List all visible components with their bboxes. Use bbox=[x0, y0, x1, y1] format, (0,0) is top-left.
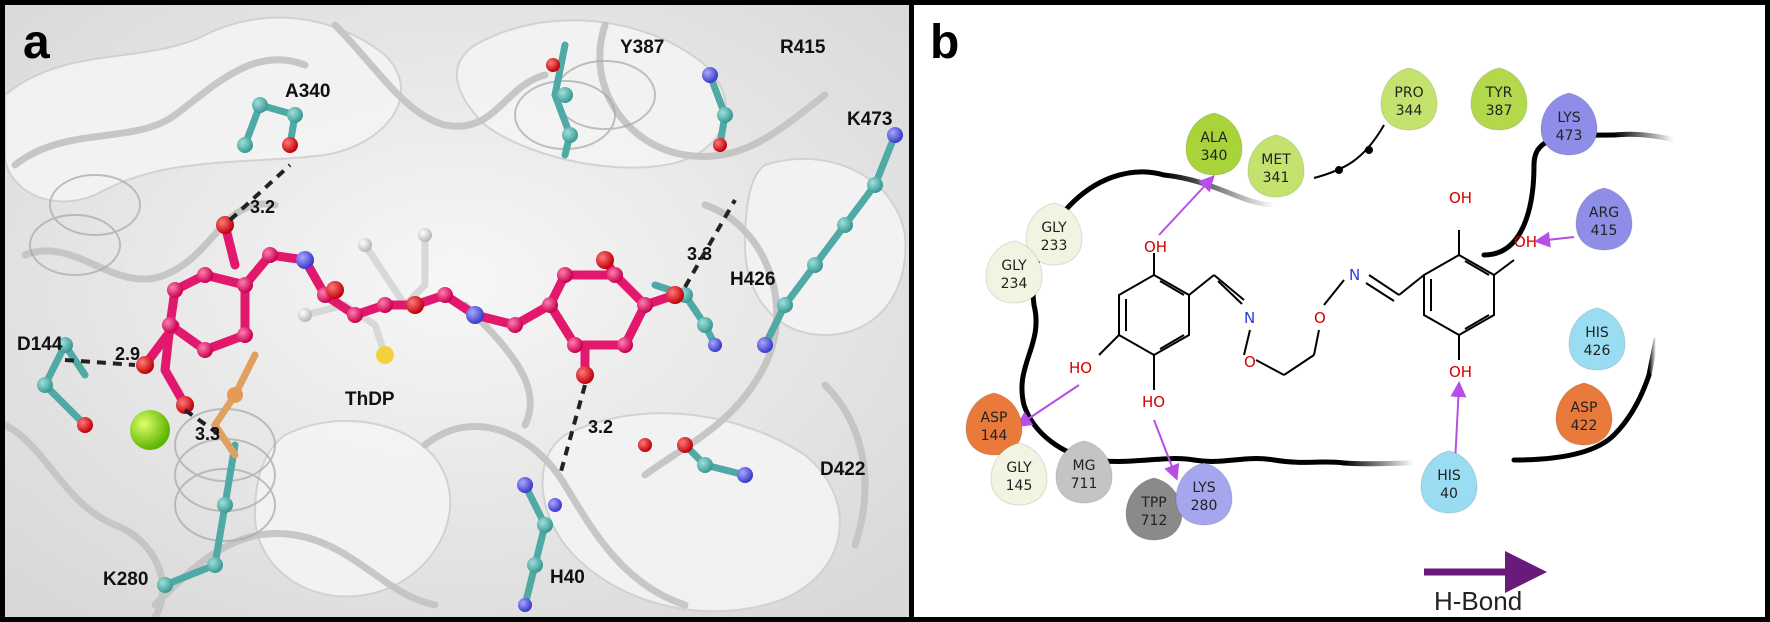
magnesium-ion bbox=[130, 410, 170, 450]
residue-number: 340 bbox=[1201, 148, 1228, 164]
residue-name: PRO bbox=[1394, 85, 1423, 101]
residue-name: HIS bbox=[1585, 325, 1609, 341]
atom-n-right: N bbox=[1349, 266, 1360, 284]
residue-number: 145 bbox=[1006, 478, 1033, 494]
residue-gly233: GLY 233 bbox=[1025, 202, 1083, 266]
residue-number: 387 bbox=[1486, 103, 1513, 119]
residue-arg415: ARG 415 bbox=[1575, 187, 1633, 251]
atom-n-left: N bbox=[1244, 309, 1255, 327]
residue-gly234: GLY 234 bbox=[985, 240, 1043, 304]
distance-a340: 3.2 bbox=[250, 197, 275, 217]
atom-oh-40: OH bbox=[1449, 363, 1472, 381]
residue-lys280: LYS 280 bbox=[1175, 462, 1233, 526]
residue-number: 711 bbox=[1071, 476, 1098, 492]
legend-hbond-label: H-Bond bbox=[1434, 586, 1522, 616]
residue-his40: HIS 40 bbox=[1420, 450, 1478, 514]
distance-h426: 3.3 bbox=[687, 244, 712, 264]
distance-d144: 2.9 bbox=[115, 344, 140, 364]
residue-name: GLY bbox=[1041, 220, 1067, 236]
teal-atom-spheres bbox=[37, 87, 883, 593]
label-h426: H426 bbox=[730, 269, 775, 290]
residue-met341: MET 341 bbox=[1247, 134, 1305, 198]
atom-ho-144: HO bbox=[1069, 359, 1092, 377]
residue-name: GLY bbox=[1006, 460, 1032, 476]
atom-o-left: O bbox=[1244, 353, 1256, 371]
hbond-arrows bbox=[1015, 175, 1575, 484]
residue-name: LYS bbox=[1557, 110, 1580, 126]
label-thdp: ThDP bbox=[345, 389, 395, 410]
atom-o-right: O bbox=[1314, 309, 1326, 327]
residue-lys473: LYS 473 bbox=[1540, 92, 1598, 156]
sulfur-atom bbox=[376, 346, 394, 364]
residue-number: 344 bbox=[1396, 103, 1423, 119]
residue-name: MG bbox=[1073, 458, 1096, 474]
label-d422: D422 bbox=[820, 459, 865, 480]
residue-his426: HIS 426 bbox=[1568, 307, 1626, 371]
label-k473: K473 bbox=[847, 109, 892, 130]
residue-asp144: ASP 144 bbox=[965, 392, 1023, 456]
residue-name: LYS bbox=[1192, 480, 1215, 496]
distance-h40: 3.2 bbox=[588, 417, 613, 437]
panel-b-letter: b bbox=[930, 16, 960, 69]
residue-ala340: ALA 340 bbox=[1185, 112, 1243, 176]
label-r415: R415 bbox=[780, 37, 826, 58]
residue-number: 426 bbox=[1584, 343, 1611, 359]
residue-name: ASP bbox=[981, 410, 1008, 426]
label-y387: Y387 bbox=[620, 37, 664, 58]
residue-number: 415 bbox=[1591, 223, 1618, 239]
residue-name: TYR bbox=[1485, 85, 1513, 101]
ligand-skeleton bbox=[1098, 230, 1515, 390]
residue-number: 144 bbox=[981, 428, 1008, 444]
residue-name: TPP bbox=[1140, 495, 1166, 511]
protein-structure-rendering: A340 Y387 R415 K473 H426 D144 ThDP D422 … bbox=[5, 5, 909, 617]
residue-number: 280 bbox=[1191, 498, 1218, 514]
label-k280: K280 bbox=[103, 569, 148, 590]
panel-a-structure-view: A340 Y387 R415 K473 H426 D144 ThDP D422 … bbox=[0, 0, 914, 622]
residue-number: 341 bbox=[1263, 170, 1290, 186]
residue-number: 473 bbox=[1556, 128, 1583, 144]
residue-tpp712: TPP 712 bbox=[1125, 477, 1183, 541]
residue-name: GLY bbox=[1001, 258, 1027, 274]
residue-asp422: ASP 422 bbox=[1555, 382, 1613, 446]
residue-number: 233 bbox=[1041, 238, 1068, 254]
residue-number: 234 bbox=[1001, 276, 1028, 292]
panel-b-interaction-diagram: OH HO HO OH OH OH N N O O ALA 340 MET 341 PR… bbox=[914, 0, 1770, 622]
atom-oh-340: OH bbox=[1144, 238, 1167, 256]
atom-oh-415: OH bbox=[1514, 233, 1537, 251]
label-h40: H40 bbox=[550, 567, 585, 588]
residue-number: 422 bbox=[1571, 418, 1598, 434]
residue-number: 712 bbox=[1141, 513, 1168, 529]
atom-oh-top: OH bbox=[1449, 189, 1472, 207]
residue-name: ALA bbox=[1200, 130, 1228, 146]
residue-name: ASP bbox=[1571, 400, 1598, 416]
residue-name: HIS bbox=[1437, 468, 1461, 484]
label-d144: D144 bbox=[17, 334, 63, 355]
residue-mg711: MG 711 bbox=[1055, 440, 1113, 504]
residue-tyr387: TYR 387 bbox=[1470, 67, 1528, 131]
residue-number: 40 bbox=[1440, 486, 1458, 502]
ligand-interaction-diagram: OH HO HO OH OH OH N N O O ALA 340 MET 341 PR… bbox=[965, 67, 1677, 616]
panel-a-letter: a bbox=[23, 16, 50, 69]
residue-gly145: GLY 145 bbox=[990, 442, 1048, 506]
residue-name: MET bbox=[1261, 152, 1291, 168]
atom-ho-280: HO bbox=[1142, 393, 1165, 411]
distance-mg: 3.3 bbox=[195, 424, 220, 444]
residue-name: ARG bbox=[1589, 205, 1619, 221]
label-a340: A340 bbox=[285, 81, 330, 102]
residue-pro344: PRO 344 bbox=[1380, 67, 1438, 131]
